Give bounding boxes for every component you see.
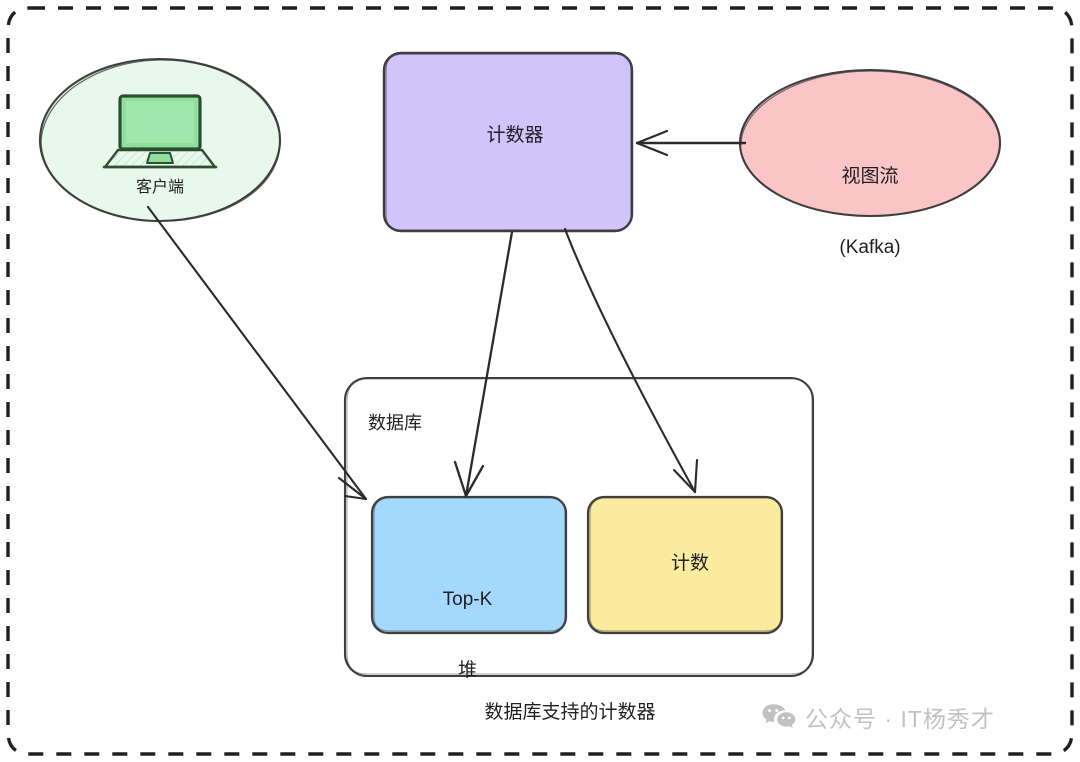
edge-counter-to-topk [453,230,514,498]
laptop-icon [102,94,218,169]
diagram-caption: 数据库支持的计数器 [484,702,656,723]
outer-dashed-frame [6,6,1074,756]
node-topk-heap[interactable] [370,495,568,635]
watermark-text: 公众号 · IT杨秀才 [805,706,995,732]
node-view-stream[interactable] [738,68,1002,218]
node-count[interactable] [586,495,784,635]
edge-client-to-topk [146,205,368,501]
edge-stream-to-counter [635,129,747,157]
wechat-icon [762,704,796,728]
edge-counter-to-count [563,227,699,494]
node-client[interactable] [38,57,282,223]
watermark: 公众号 · IT杨秀才 [762,700,995,734]
node-counter[interactable] [382,51,634,233]
